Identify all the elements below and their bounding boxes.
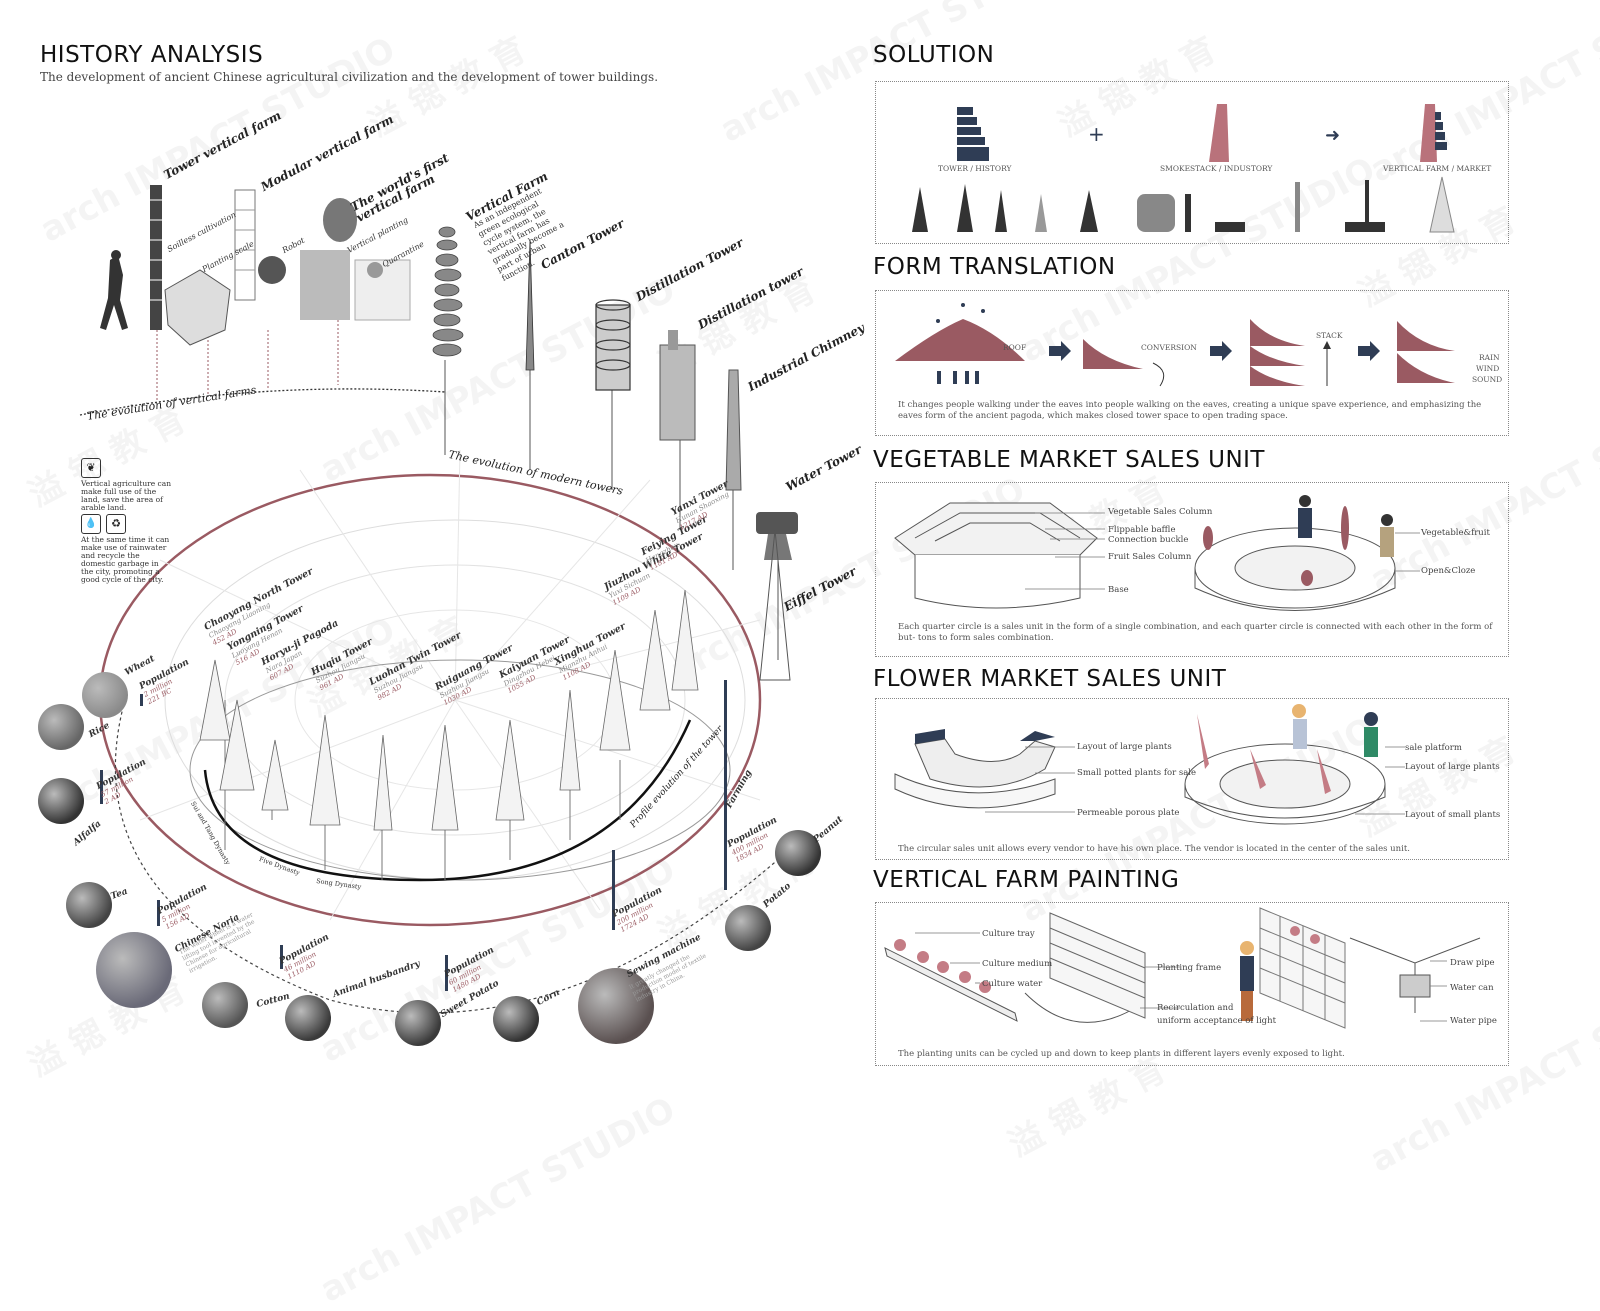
history-diagram <box>79 185 801 1014</box>
label-stack: STACK <box>1316 331 1343 340</box>
veg-panel <box>875 482 1509 657</box>
label-flippable-baffle: Flippable baffle <box>1108 525 1176 535</box>
crop-photo <box>493 996 539 1042</box>
history-title: HISTORY ANALYSIS <box>40 42 264 68</box>
modern-tower-images <box>432 226 798 681</box>
ancient-pagodas <box>199 589 699 831</box>
veg-caption: Each quarter circle is a sales unit in t… <box>898 622 1493 643</box>
painting-caption: The planting units can be cycled up and … <box>898 1049 1345 1059</box>
crop-photo <box>82 672 128 718</box>
water-drop-icon: 💧 <box>81 514 101 534</box>
label-recirculation: Recirculation and <box>1157 1003 1234 1013</box>
label-water-pipe: Water pipe <box>1450 1016 1497 1026</box>
label-small-potted: Small potted plants for sale <box>1077 768 1197 778</box>
label-connection-buckle: Connection buckle <box>1108 535 1189 545</box>
crop-photo <box>66 882 112 928</box>
label-base: Base <box>1108 585 1129 595</box>
label-culture-water: Culture water <box>982 979 1043 989</box>
veg-title: VEGETABLE MARKET SALES UNIT <box>873 447 1265 473</box>
label-open-close: Open&Cloze <box>1421 566 1476 576</box>
label-culture-medium: Culture medium <box>982 959 1053 969</box>
recycle-icon: ♻ <box>106 514 126 534</box>
vertical-farm-images <box>100 185 411 346</box>
crop-photo <box>202 982 248 1028</box>
label-water-can: Water can <box>1450 983 1494 993</box>
label-vegetable-fruit: Vegetable&fruit <box>1421 528 1490 538</box>
form-caption: It changes people walking under the eave… <box>898 400 1482 421</box>
solution-diagram <box>912 104 1455 233</box>
arrow-right-icon: ➜ <box>1325 125 1341 146</box>
crop-photo <box>285 995 331 1041</box>
label-conversion: CONVERSION <box>1141 343 1197 352</box>
crop-photo <box>395 1000 441 1046</box>
icon-note-2: At the same time it can make use of rain… <box>81 535 170 584</box>
label-fruit-sales-column: Fruit Sales Column <box>1108 552 1192 562</box>
history-subtitle: The development of ancient Chinese agric… <box>40 70 659 84</box>
icon-note-1: Vertical agriculture can make full use o… <box>81 479 172 512</box>
label-culture-tray: Culture tray <box>982 929 1035 939</box>
label-permeable-plate: Permeable porous plate <box>1077 808 1180 818</box>
crop-photo <box>96 932 172 1008</box>
solution-panel <box>875 81 1509 244</box>
label-roof: ROOF <box>1003 343 1027 352</box>
label-small-plants: Layout of small plants <box>1405 810 1501 820</box>
label-veg-sales-column: Vegetable Sales Column <box>1108 507 1213 517</box>
painting-diagram <box>884 907 1481 1029</box>
painting-panel <box>875 902 1509 1066</box>
label-vertical-farm-market: VERTICAL FARM / MARKET <box>1383 164 1492 173</box>
label-wind: WIND <box>1476 364 1500 373</box>
crop-photo <box>38 704 84 750</box>
crop-photo <box>578 968 654 1044</box>
crop-photo <box>775 830 821 876</box>
label-tower-history: TOWER / HISTORY <box>938 164 1012 173</box>
crop-photo <box>38 778 84 824</box>
flower-panel <box>875 698 1509 860</box>
label-planting-frame: Planting frame <box>1157 963 1222 973</box>
label-sale-platform: sale platform <box>1405 743 1462 753</box>
form-title: FORM TRANSLATION <box>873 254 1116 280</box>
label-large-plants: Layout of large plants <box>1077 742 1172 752</box>
solution-title: SOLUTION <box>873 42 995 68</box>
label-rain: RAIN <box>1479 353 1500 362</box>
flower-caption: The circular sales unit allows every ven… <box>898 844 1410 854</box>
form-diagram <box>895 303 1455 387</box>
flower-title: FLOWER MARKET SALES UNIT <box>873 666 1227 692</box>
painting-title: VERTICAL FARM PAINTING <box>873 867 1180 893</box>
label-uniform-light: uniform acceptance of light <box>1157 1016 1276 1026</box>
label-smokestack-industry: SMOKESTACK / INDUSTORY <box>1160 164 1273 173</box>
flower-diagram <box>894 704 1405 825</box>
label-draw-pipe: Draw pipe <box>1450 958 1495 968</box>
label-sound: SOUND <box>1472 375 1503 384</box>
label-large-plants-2: Layout of large plants <box>1405 762 1500 772</box>
plus-icon: + <box>1088 122 1105 146</box>
leaf-icon: ❦ <box>81 458 101 478</box>
form-panel <box>875 290 1509 436</box>
crop-photo <box>725 905 771 951</box>
veg-diagram <box>894 495 1420 611</box>
